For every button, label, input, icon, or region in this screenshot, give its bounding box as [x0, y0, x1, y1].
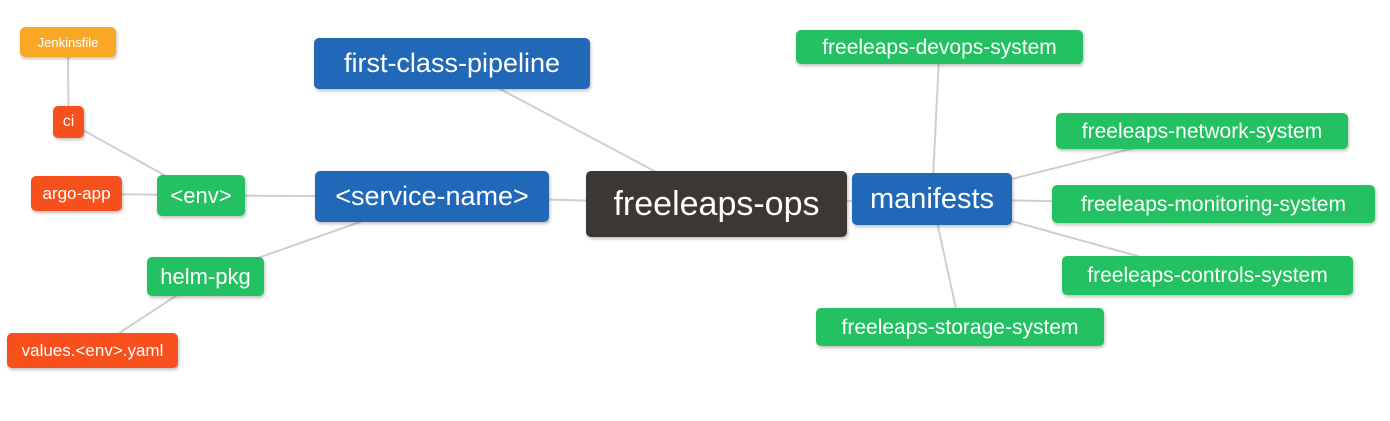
node-label: Jenkinsfile [37, 34, 99, 50]
node-freeleaps-ops[interactable]: freeleaps-ops [586, 171, 847, 237]
node-label: freeleaps-ops [613, 185, 820, 223]
node-label: freeleaps-network-system [1081, 119, 1323, 143]
node-ci[interactable]: ci [53, 106, 84, 138]
node-label: values.<env>.yaml [21, 341, 164, 360]
node-freeleaps-devops-system[interactable]: freeleaps-devops-system [796, 30, 1083, 64]
node-label: argo-app [42, 184, 111, 203]
node-label: <service-name> [335, 181, 529, 211]
node-label: helm-pkg [160, 263, 251, 289]
node-freeleaps-controls-system[interactable]: freeleaps-controls-system [1062, 256, 1353, 295]
node-manifests[interactable]: manifests [852, 173, 1012, 225]
node-helm-pkg[interactable]: helm-pkg [147, 257, 264, 296]
node-label: freeleaps-devops-system [822, 35, 1057, 59]
node-label: freeleaps-storage-system [841, 315, 1079, 339]
node-label: ci [62, 113, 75, 130]
node-jenkinsfile[interactable]: Jenkinsfile [20, 27, 116, 57]
node-freeleaps-storage-system[interactable]: freeleaps-storage-system [816, 308, 1104, 346]
node-label: freeleaps-monitoring-system [1081, 192, 1346, 216]
node-label: first-class-pipeline [343, 48, 561, 78]
node-env[interactable]: <env> [157, 175, 245, 216]
node-values-env-yaml[interactable]: values.<env>.yaml [7, 333, 178, 368]
node-label: freeleaps-controls-system [1087, 264, 1328, 287]
node-service-name[interactable]: <service-name> [315, 171, 549, 222]
node-label: manifests [869, 182, 995, 215]
node-label: <env> [170, 182, 232, 208]
node-freeleaps-monitoring-system[interactable]: freeleaps-monitoring-system [1052, 185, 1375, 223]
node-first-class-pipeline[interactable]: first-class-pipeline [314, 38, 590, 89]
node-freeleaps-network-system[interactable]: freeleaps-network-system [1056, 113, 1348, 149]
node-argo-app[interactable]: argo-app [31, 176, 122, 211]
